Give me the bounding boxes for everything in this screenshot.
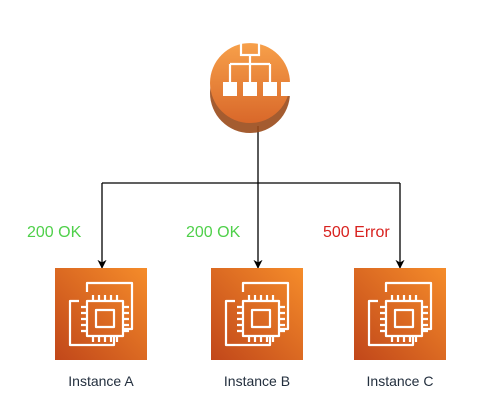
instance-b-icon	[211, 268, 303, 360]
instance-c-status: 500 Error	[323, 224, 390, 241]
instance-b-label: Instance B	[223, 373, 291, 389]
instance-a-label: Instance A	[68, 373, 134, 389]
connectors	[97, 126, 405, 269]
instance-b-status: 200 OK	[186, 224, 241, 241]
instance-c-label: Instance C	[366, 373, 434, 389]
instance-c-icon	[354, 268, 446, 360]
instance-a-icon	[55, 268, 147, 360]
instance-a-status: 200 OK	[27, 224, 82, 241]
load-balancer-icon	[210, 40, 295, 133]
